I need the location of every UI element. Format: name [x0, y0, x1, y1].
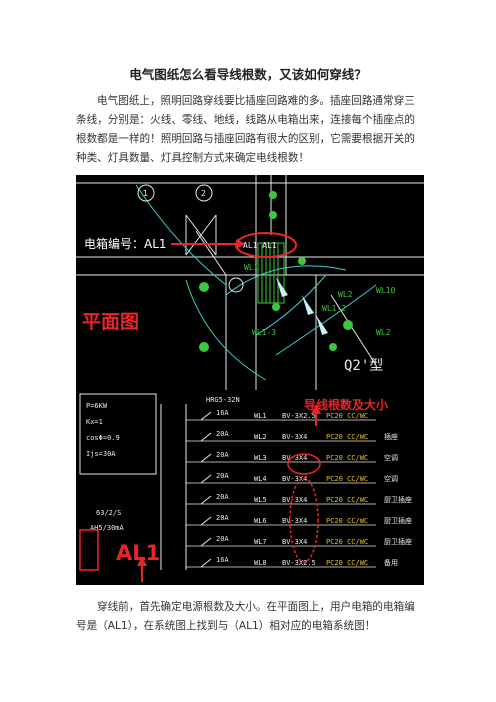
pipe-spec: PC20 CC/WC [326, 454, 368, 462]
cable-spec: BV-3X4 [282, 517, 307, 525]
pipe-spec: PC20 CC/WC [326, 433, 368, 441]
al1-label: AL1 [116, 541, 161, 565]
grid-mark: 2 [201, 189, 206, 198]
system-row: 20A WL2 BV-3X4 PC20 CC/WC 插座 [186, 430, 398, 442]
circuit-use: 备用 [384, 558, 398, 567]
plan-circuit-label: WL2 [376, 328, 391, 337]
circuit-use: 厨卫插座 [384, 495, 412, 504]
pipe-spec: PC20 CC/WC [326, 538, 368, 546]
circuit-id: WL6 [254, 517, 267, 525]
conclusion-paragraph: 穿线前，首先确定电源根数及大小。在平面图上，用户电箱的电箱编号是（AL1），在系… [76, 598, 424, 636]
circuit-use: 厨卫插座 [384, 537, 412, 546]
system-header-text: cosΦ=0.9 [86, 434, 120, 442]
breaker-rating: 16A [216, 409, 229, 417]
circuit-id: WL3 [254, 454, 267, 462]
type-mark: Q2'型 [344, 358, 383, 374]
system-row: 16A WL1 BV-3X2.5 PC20 CC/WC [186, 409, 376, 421]
circuit-id: WL5 [254, 496, 267, 504]
system-row: 20A WL3 BV-3X4 PC20 CC/WC 空调 [186, 451, 398, 463]
bus-label: HRG5-32N [206, 396, 240, 404]
circuit-use: 插座 [384, 432, 398, 441]
system-row: 20A WL4 BV-3X4 PC20 CC/WC 空调 [186, 472, 398, 484]
breaker-rating: 20A [216, 451, 229, 459]
intro-paragraph: 电气图纸上，照明回路穿线要比插座回路难的多。插座回路通常穿三条线，分别是：火线、… [76, 92, 424, 168]
circuit-id: WL7 [254, 538, 267, 546]
plan-circuit-label: WL1 [244, 263, 259, 272]
circuit-id: WL4 [254, 475, 267, 483]
wire-size-label: 导线根数及大小 [304, 398, 389, 412]
breaker-rating: 20A [216, 493, 229, 501]
circuit-id: WL2 [254, 433, 267, 441]
system-header-text: P=6KW [86, 402, 108, 410]
cable-spec: BV-3X4 [282, 475, 307, 483]
plan-circuit-label: WL1-3 [252, 328, 276, 337]
pipe-spec: PC20 CC/WC [326, 559, 368, 567]
intro-text: 电气图纸上，照明回路穿线要比插座回路难的多。插座回路通常穿三条线，分别是：火线、… [76, 95, 415, 164]
circuit-use: 厨卫插座 [384, 516, 412, 525]
pipe-spec: PC20 CC/WC [326, 517, 368, 525]
system-row: 20A WL5 BV-3X4 PC20 CC/WC 厨卫插座 [186, 493, 412, 505]
article-title: 电气图纸怎么看导线根数，又该如何穿线？ [129, 67, 367, 82]
distribution-box-label: 电箱编号：AL1 [82, 235, 169, 252]
system-header-text: Ijs=30A [86, 450, 116, 458]
circled-box-code: AL1 AL1 [243, 241, 277, 250]
breaker-rating: 20A [216, 535, 229, 543]
floor-plan-label: 平面图 [82, 311, 140, 333]
system-row: 16A WL8 BV-3X2.5 PC20 CC/WC 备用 [186, 556, 398, 568]
circuit-use: 空调 [384, 474, 398, 483]
cable-spec: BV-3X4 [282, 496, 307, 504]
plan-circuit-label: WL1-2 [322, 304, 346, 313]
circuit-id: WL1 [254, 412, 267, 420]
cable-spec: BV-3X2.5 [282, 559, 316, 567]
cable-spec: BV-3X4 [282, 454, 307, 462]
main-switch-label: 63/2/S [96, 509, 121, 517]
conclusion-text: 穿线前，首先确定电源根数及大小。在平面图上，用户电箱的电箱编号是（AL1），在系… [76, 601, 415, 632]
circuit-id: WL8 [254, 559, 267, 567]
system-row: 20A WL6 BV-3X4 PC20 CC/WC 厨卫插座 [186, 514, 412, 526]
breaker-rating: 20A [216, 514, 229, 522]
system-header-text: Kx=1 [86, 418, 103, 426]
plan-circuit-label: WL2 [338, 290, 353, 299]
cable-spec: BV-3X4 [282, 433, 307, 441]
grid-mark: 1 [143, 189, 148, 198]
plan-circuit-label: WL10 [376, 286, 395, 295]
cable-spec: BV-3X2.5 [282, 412, 316, 420]
main-note-label: AH5/30mA [90, 524, 125, 532]
system-row: 20A WL7 BV-3X4 PC20 CC/WC 厨卫插座 [186, 535, 412, 547]
pipe-spec: PC20 CC/WC [326, 412, 368, 420]
breaker-rating: 20A [216, 430, 229, 438]
pipe-spec: PC20 CC/WC [326, 475, 368, 483]
circuit-use: 空调 [384, 453, 398, 462]
pipe-spec: PC20 CC/WC [326, 496, 368, 504]
breaker-rating: 20A [216, 472, 229, 480]
breaker-rating: 16A [216, 556, 229, 564]
cable-spec: BV-3X4 [282, 538, 307, 546]
